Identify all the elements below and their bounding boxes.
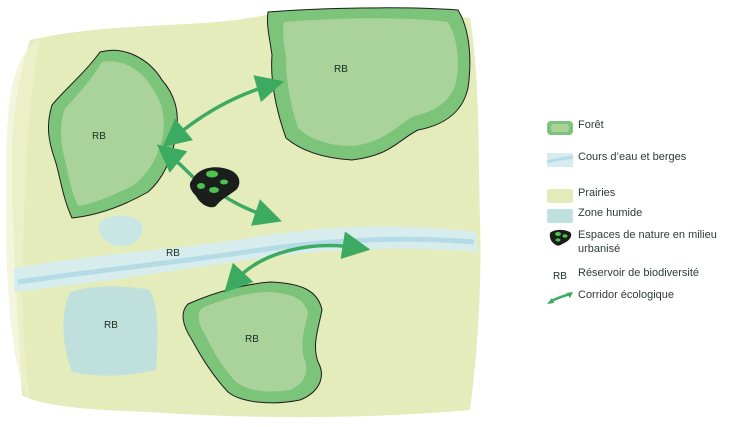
legend-item-watercourse: Cours d’eau et berges (546, 150, 728, 170)
urban-green-patch (206, 170, 218, 178)
forest-south-core (198, 292, 308, 392)
urban-green-patch (197, 183, 205, 189)
wetland-small (98, 215, 143, 246)
legend-item-reservoir: RB Réservoir de biodiversité (546, 266, 728, 286)
legend-label-wetland: Zone humide (578, 207, 643, 219)
watercourse-swatch-icon (546, 153, 574, 167)
forest-west-core (61, 61, 164, 207)
corridor-river-south (224, 231, 371, 293)
legend-label-corridor: Corridor écologique (578, 289, 674, 301)
legend-label-urban-nature: Espaces de nature en milieu urbanisé (578, 229, 717, 255)
legend-item-corridor: Corridor écologique (546, 288, 728, 308)
wetland-large (63, 286, 158, 376)
legend-item-forest: Forêt (546, 118, 728, 138)
rb-label-forest-south: RB (245, 334, 259, 345)
legend-label-reservoir: Réservoir de biodiversité (578, 267, 700, 279)
rb-label-wetland: RB (104, 320, 118, 331)
urban-green-patch (209, 187, 219, 193)
corridor-arrow-icon (547, 292, 573, 304)
legend-label-watercourse: Cours d’eau et berges (578, 151, 687, 163)
urban-green-patch (220, 179, 228, 185)
prairie-swatch-icon (547, 189, 573, 203)
rb-label-forest-north: RB (334, 64, 348, 75)
legend-item-wetland: Zone humide (546, 206, 728, 226)
rb-label-river: RB (166, 248, 180, 259)
legend-item-prairie: Prairies (546, 186, 728, 206)
forest-swatch-icon (547, 121, 573, 135)
forest-north-core (283, 18, 458, 146)
legend-item-urban-nature: Espaces de nature en milieu urbanisé (546, 228, 728, 256)
corridor-west-north (162, 75, 285, 148)
urban-nature-swatch-icon (549, 229, 572, 246)
legend-label-forest: Forêt (578, 119, 604, 131)
prairie-fringe (6, 38, 40, 400)
wetland-swatch-icon (547, 209, 573, 223)
rb-label-forest-west: RB (92, 131, 106, 142)
legend-label-prairie: Prairies (578, 187, 616, 199)
reservoir-code: RB (553, 270, 567, 282)
